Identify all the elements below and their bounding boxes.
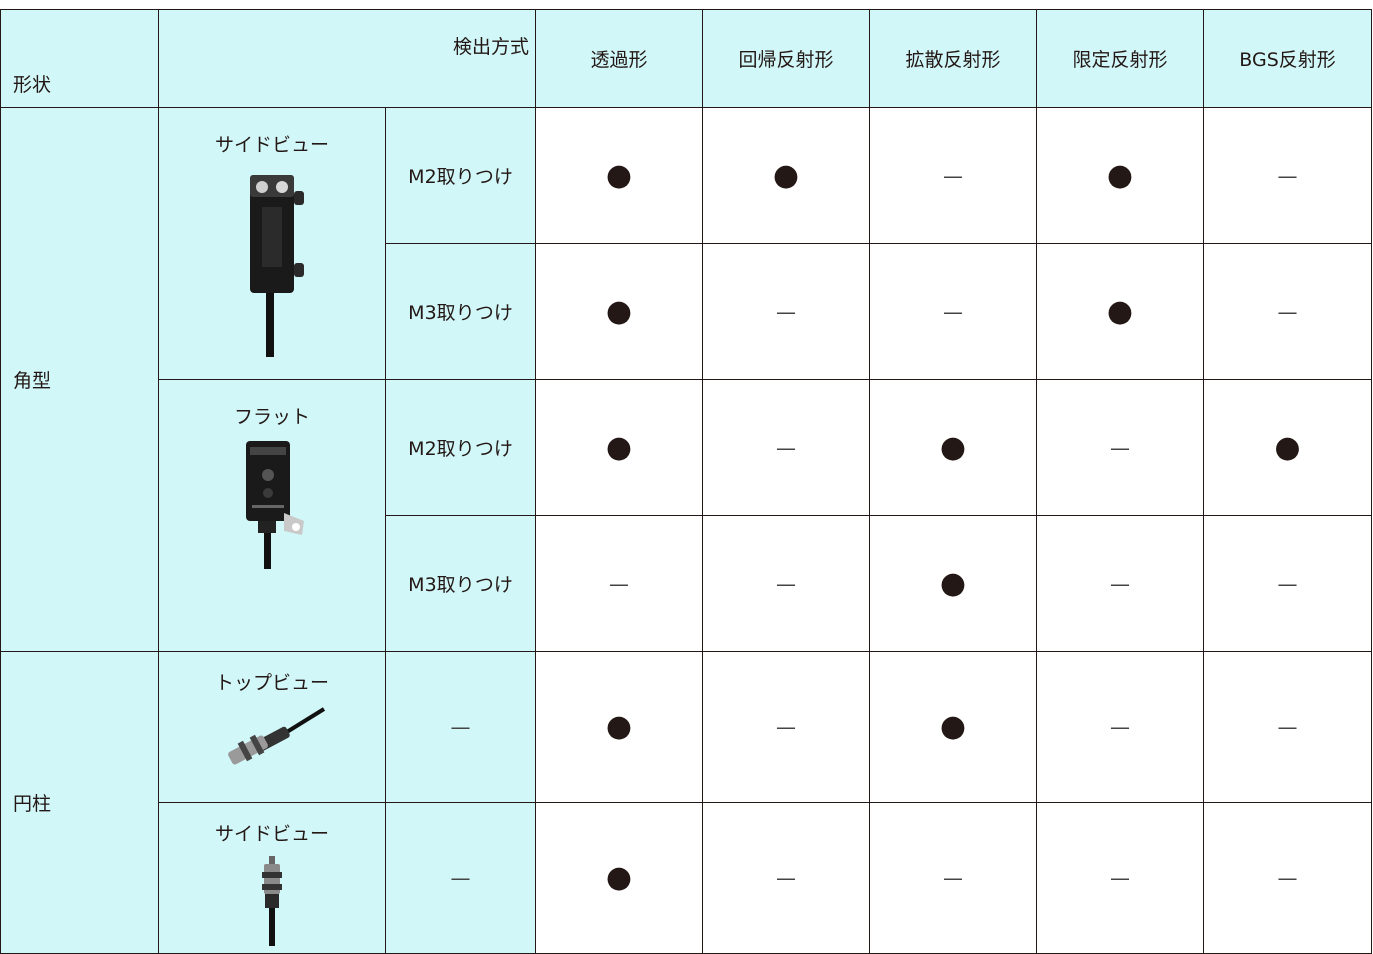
cell-value: ● [702, 107, 871, 244]
mount-label: M2取りつけ [384, 107, 537, 244]
cell-value: — [702, 379, 871, 516]
product-flat: フラット [158, 379, 386, 652]
table-row: サイドビュー — ● — — — — [1, 802, 1373, 954]
table-row: 円柱 トップビュー — ● — ● — — [0, 651, 1373, 954]
header-col-limited: 限定反射形 [1036, 9, 1205, 108]
group-label-square: 角型 [0, 107, 159, 652]
sensor-cylinder-side-view-image [262, 856, 282, 946]
cell-value: — [869, 107, 1038, 244]
header-col-transmissive: 透過形 [535, 9, 704, 108]
cell-value: ● [535, 802, 704, 954]
table-row: フラット M2取りつけ ● — ● — ● [1, 379, 1373, 652]
compatibility-table: 形状 検出方式 透過形 回帰反射形 拡散反射形 限定反射形 BGS反射形 角型 … [0, 9, 1373, 954]
cell-value: — [1203, 802, 1373, 954]
group-label-cylinder: 円柱 [0, 651, 159, 954]
table-row: M3取りつけ ● — — ● — [1, 243, 1373, 380]
cell-value: ● [1036, 243, 1205, 380]
cell-value: ● [1203, 379, 1373, 516]
cell-value: — [1036, 515, 1205, 652]
cell-value: ● [535, 107, 704, 244]
header-method: 検出方式 [157, 9, 537, 108]
header-col-retroreflective: 回帰反射形 [702, 9, 871, 108]
cell-value: ● [535, 243, 704, 380]
cell-value: — [535, 515, 704, 652]
cell-value: ● [1036, 107, 1205, 244]
cell-value: — [702, 802, 871, 954]
header-col-diffuse: 拡散反射形 [869, 9, 1038, 108]
cell-value: — [1036, 651, 1205, 803]
header-row: 形状 検出方式 透過形 回帰反射形 拡散反射形 限定反射形 BGS反射形 [0, 9, 1373, 108]
table-row: M3取りつけ — — ● — — [1, 515, 1373, 652]
cell-value: ● [535, 651, 704, 803]
cell-value: — [1203, 107, 1373, 244]
cell-value: — [702, 651, 871, 803]
sensor-side-view-image [250, 175, 304, 357]
cell-value: — [869, 802, 1038, 954]
cell-value: — [1036, 802, 1205, 954]
cell-value: ● [869, 651, 1038, 803]
mount-label: — [384, 651, 537, 803]
product-label: フラット [233, 406, 310, 428]
sensor-flat-image [246, 441, 304, 569]
cell-value: — [702, 243, 871, 380]
mount-label: M2取りつけ [384, 379, 537, 516]
cell-value: ● [869, 379, 1038, 516]
cell-value: — [702, 515, 871, 652]
cell-value: — [1203, 515, 1373, 652]
mount-label: M3取りつけ [384, 515, 537, 652]
cell-value: — [1036, 379, 1205, 516]
product-label: トップビュー [214, 672, 329, 694]
cell-value: — [1203, 651, 1373, 803]
table-row: 角型 サイドビュー M2取りつけ ● ● — ● — [0, 107, 1373, 652]
cell-value: — [1203, 243, 1373, 380]
product-label: サイドビュー [214, 823, 329, 845]
product-side-view: サイドビュー [158, 107, 386, 380]
product-top-view: トップビュー [158, 651, 386, 803]
product-cylinder-side-view: サイドビュー [158, 802, 386, 954]
mount-label: — [384, 802, 537, 954]
cell-value: ● [535, 379, 704, 516]
header-col-bgs: BGS反射形 [1203, 9, 1373, 108]
sensor-top-view-image [228, 707, 326, 765]
header-shape: 形状 [0, 9, 159, 108]
mount-label: M3取りつけ [384, 243, 537, 380]
cell-value: — [869, 243, 1038, 380]
product-label: サイドビュー [214, 134, 329, 156]
cell-value: ● [869, 515, 1038, 652]
